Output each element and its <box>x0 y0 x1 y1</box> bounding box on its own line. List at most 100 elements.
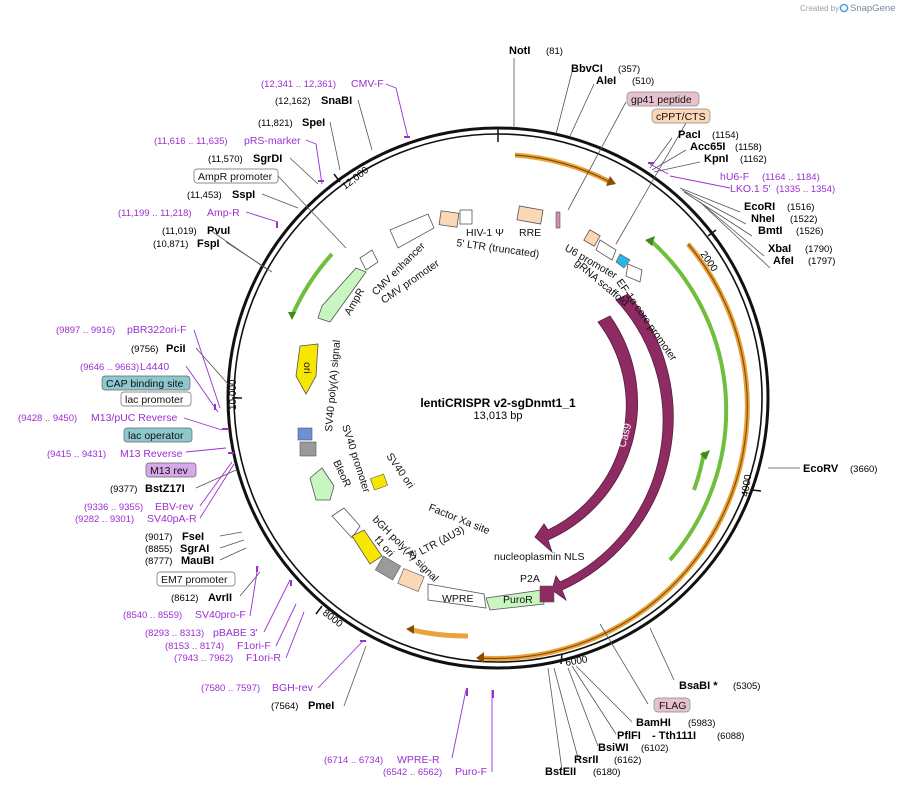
enzyme-alei-pos: (510) <box>632 76 654 87</box>
primer-bghrev[interactable]: BGH-rev <box>272 682 314 694</box>
green-arc-right <box>648 238 729 562</box>
primer-m13reverse-range: (9415 .. 9431) <box>47 449 106 460</box>
enzyme-spei[interactable]: SpeI <box>302 117 325 129</box>
primer-m13reverse[interactable]: M13 Reverse <box>120 448 183 460</box>
ring-ticks <box>232 128 762 665</box>
enzyme-fspi-pos: (10,871) <box>153 239 188 250</box>
enzyme-afei[interactable]: AfeI <box>773 255 794 267</box>
enzyme-fsei[interactable]: FseI <box>182 531 204 543</box>
enzyme-acc65i-pos: (1158) <box>735 142 762 153</box>
snapgene-logo-icon <box>839 3 849 13</box>
feature-rre-box <box>516 205 544 225</box>
gp41-label[interactable]: gp41 peptide <box>631 94 692 106</box>
enzyme-ecori[interactable]: EcoRI <box>744 201 775 213</box>
lac-operator-label[interactable]: lac operator <box>128 430 184 442</box>
enzyme-pcii-pos: (9756) <box>131 344 158 355</box>
enzyme-bsiwi[interactable]: BsiWI <box>598 742 629 754</box>
feature-grna-box <box>615 253 631 269</box>
primer-cmvf-range: (12,341 .. 12,361) <box>261 79 336 90</box>
primer-f1orir[interactable]: F1ori-R <box>246 652 281 664</box>
enzyme-tth111i-pos: (6088) <box>717 731 744 742</box>
lac-operator-box <box>123 427 193 443</box>
enzyme-sgrdi-pos: (11,570) <box>208 154 243 165</box>
primer-ebvrev[interactable]: EBV-rev <box>155 501 194 513</box>
flag-label[interactable]: FLAG <box>659 700 686 712</box>
enzyme-alei[interactable]: AleI <box>596 75 616 87</box>
ampr-promoter-label[interactable]: AmpR promoter <box>198 171 273 183</box>
enzyme-bsabi[interactable]: BsaBI * <box>679 680 718 692</box>
enzyme-xbai-pos: (1790) <box>805 244 832 255</box>
enzyme-ecorv[interactable]: EcoRV <box>803 463 839 475</box>
enzyme-pcii[interactable]: PciI <box>166 343 186 355</box>
enzyme-bsiwi-pos: (6102) <box>641 743 668 754</box>
tick-label-6000: 6000 <box>565 654 589 669</box>
feature-ltr3-box <box>397 568 425 592</box>
label-sv40ori: SV40 ori <box>384 451 417 491</box>
cap-binding-box <box>101 375 191 391</box>
enzyme-bsteii[interactable]: BstEII <box>545 766 576 778</box>
feature-hiv-psi-box <box>438 210 460 228</box>
enzyme-acc65i[interactable]: Acc65I <box>690 141 725 153</box>
enzyme-paci[interactable]: PacI <box>678 129 701 141</box>
enzyme-xbai[interactable]: XbaI <box>768 243 791 255</box>
lac-promoter-label[interactable]: lac promoter <box>125 394 184 406</box>
primer-f1orif[interactable]: F1ori-F <box>237 640 271 652</box>
primer-cmvf[interactable]: CMV-F <box>351 78 384 90</box>
primer-prsmarker[interactable]: pRS-marker <box>244 135 301 147</box>
primer-lko1[interactable]: LKO.1 5' <box>730 183 771 195</box>
em7-label[interactable]: EM7 promoter <box>161 574 228 586</box>
enzyme-paci-pos: (1154) <box>712 130 739 141</box>
enzyme-pmei-pos: (7564) <box>271 701 298 712</box>
label-puror: PuroR <box>503 594 533 606</box>
enzyme-rsrii-pos: (6162) <box>614 755 641 766</box>
enzyme-maubi[interactable]: MauBI <box>181 555 214 567</box>
enzyme-pvui[interactable]: PvuI <box>207 225 230 237</box>
primer-purof[interactable]: Puro-F <box>455 766 487 778</box>
feature-p2a-box <box>539 585 555 603</box>
enzyme-bmti-pos: (1526) <box>796 226 823 237</box>
enzyme-snabi[interactable]: SnaBI <box>321 95 352 107</box>
primer-ampr-range: (11,199 .. 11,218) <box>118 208 192 219</box>
primer-f1orif-range: (8153 .. 8174) <box>165 641 224 652</box>
primer-m13puc[interactable]: M13/pUC Reverse <box>91 412 178 424</box>
primer-wprer[interactable]: WPRE-R <box>397 754 440 766</box>
enzyme-sspi[interactable]: SspI <box>232 189 255 201</box>
flag-box <box>653 697 691 713</box>
primer-sv40par-range: (9282 .. 9301) <box>75 514 134 525</box>
cppt-label[interactable]: cPPT/CTS <box>656 111 706 123</box>
enzyme-sgrai[interactable]: SgrAI <box>180 543 209 555</box>
enzyme-bbvci[interactable]: BbvCI <box>571 63 603 75</box>
enzyme-nhei[interactable]: NheI <box>751 213 775 225</box>
primer-pbabe-range: (8293 .. 8313) <box>145 628 204 639</box>
enzyme-bstz17i[interactable]: BstZ17I <box>145 483 185 495</box>
enzyme-tth111i[interactable]: - Tth111I <box>652 730 696 742</box>
cap-binding-label[interactable]: CAP binding site <box>106 378 184 390</box>
m13rev-label[interactable]: M13 rev <box>150 465 189 477</box>
enzyme-noti[interactable]: NotI <box>509 45 530 57</box>
feature-cmv-enhancer-arrow <box>389 213 435 249</box>
primer-hu6f[interactable]: hU6-F <box>720 171 749 183</box>
enzyme-rsrii[interactable]: RsrII <box>574 754 598 766</box>
enzyme-pmei[interactable]: PmeI <box>308 700 334 712</box>
enzyme-afei-pos: (1797) <box>808 256 835 267</box>
label-bleor: BleoR <box>330 458 353 489</box>
primer-pbabe[interactable]: pBABE 3' <box>213 627 258 639</box>
enzyme-avrii[interactable]: AvrII <box>208 592 232 604</box>
enzyme-sgrdi[interactable]: SgrDI <box>253 153 282 165</box>
plasmid-length: 13,013 bp <box>474 410 523 422</box>
label-p2a: P2A <box>520 573 540 585</box>
primer-sv40prof[interactable]: SV40pro-F <box>195 609 246 621</box>
enzyme-bamhi[interactable]: BamHI <box>636 717 671 729</box>
enzyme-bmti[interactable]: BmtI <box>758 225 782 237</box>
primer-l4440[interactable]: L4440 <box>140 361 169 373</box>
primer-sv40par[interactable]: SV40pA-R <box>147 513 197 525</box>
enzyme-bstz17i-pos: (9377) <box>110 484 137 495</box>
primer-pbr322[interactable]: pBR322ori-F <box>127 324 187 336</box>
enzyme-fspi[interactable]: FspI <box>197 238 220 250</box>
gp41-box <box>626 91 700 107</box>
enzyme-pflfi[interactable]: PflFI <box>617 730 641 742</box>
enzyme-kpni[interactable]: KpnI <box>704 153 728 165</box>
feature-sv40ori-box <box>369 473 389 491</box>
primer-ampr[interactable]: Amp-R <box>207 207 240 219</box>
